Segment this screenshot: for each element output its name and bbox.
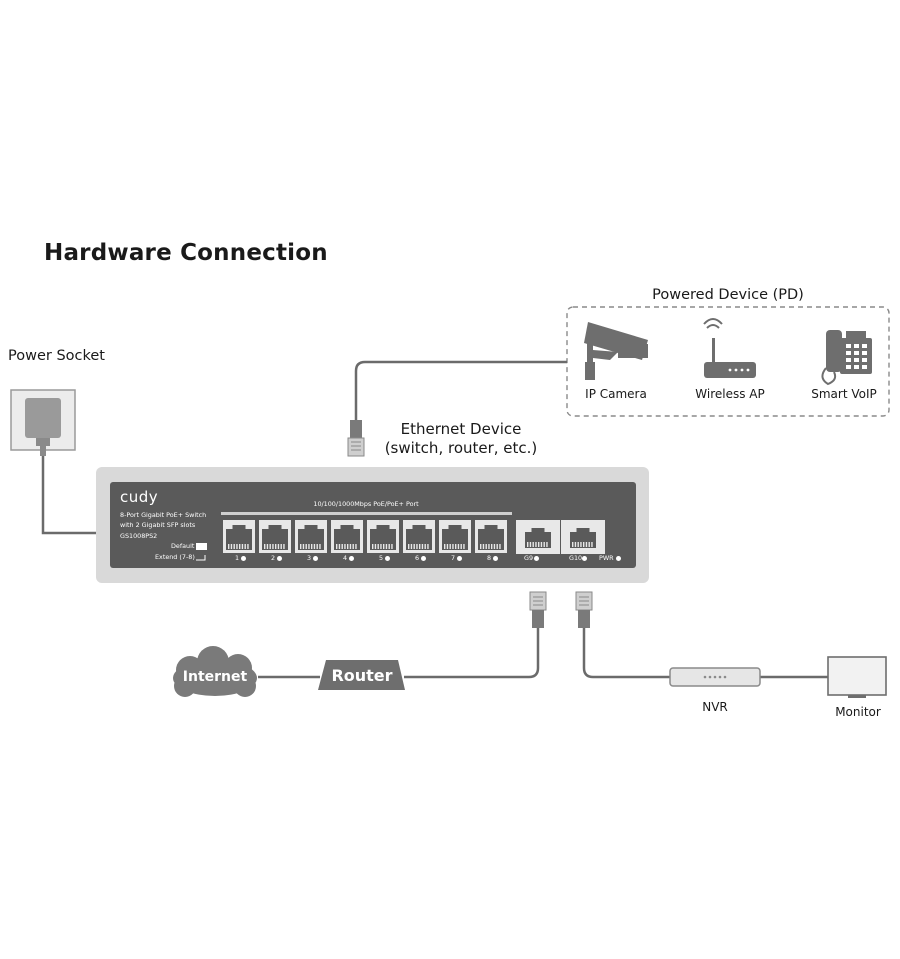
nvr-icon <box>669 667 761 687</box>
port-header-label: 10/100/1000Mbps PoE/PoE+ Port <box>313 500 419 508</box>
default-label: Default <box>171 542 195 550</box>
port-label-3-led <box>313 556 318 561</box>
switch-brand-logo: cudy <box>120 488 159 506</box>
rj45-port-1 <box>223 520 255 553</box>
switch-desc-line2: with 2 Gigabit SFP slots <box>120 521 196 529</box>
pwr-led <box>616 556 621 561</box>
rj45-port-4 <box>331 520 363 553</box>
pd-cable <box>354 360 567 420</box>
ethernet-device-line2: (switch, router, etc.) <box>384 439 538 457</box>
ip-camera-label: IP Camera <box>585 387 647 401</box>
sfp-ports <box>516 520 605 554</box>
port-label-8: 8 <box>487 554 492 562</box>
rj45-ports <box>223 520 507 553</box>
sfp-port-G9 <box>522 523 554 551</box>
rj45-port-3 <box>295 520 327 553</box>
rj45-port-8 <box>475 520 507 553</box>
port-label-8-led <box>493 556 498 561</box>
port-label-4: 4 <box>343 554 348 562</box>
pwr-label: PWR <box>599 554 614 562</box>
rj45-plug-g9 <box>529 591 547 628</box>
port-label-5: 5 <box>379 554 384 562</box>
ethernet-device-label: Ethernet Device (switch, router, etc.) <box>385 420 538 458</box>
switch-desc-line1: 8-Port Gigabit PoE+ Switch <box>120 511 207 519</box>
smart-voip-label: Smart VoIP <box>811 387 877 401</box>
port-label-6-led <box>421 556 426 561</box>
port-label-G10: G10 <box>569 554 583 562</box>
switch-model: GS1008PS2 <box>120 532 158 540</box>
extend-label: Extend (7-8) <box>155 553 195 561</box>
voip-phone-icon <box>821 330 872 386</box>
rj45-port-7 <box>439 520 471 553</box>
rj45-plug-g10 <box>575 591 593 628</box>
rj45-port-6 <box>403 520 435 553</box>
router-label: Router <box>331 666 393 685</box>
wireless-ap-label: Wireless AP <box>695 387 765 401</box>
wireless-ap-icon <box>703 318 756 378</box>
port-label-2-led <box>277 556 282 561</box>
power-cable <box>41 456 96 535</box>
default-button <box>196 543 207 550</box>
port-label-7-led <box>457 556 462 561</box>
ip-camera-icon <box>584 322 648 380</box>
monitor-label: Monitor <box>835 705 881 719</box>
rj45-port-2 <box>259 520 291 553</box>
sfp-port-G10 <box>567 523 599 551</box>
port-label-2: 2 <box>271 554 276 562</box>
router-icon <box>318 660 405 690</box>
internet-label: Internet <box>182 669 248 685</box>
port-label-G9-led <box>534 556 539 561</box>
power-socket-label: Power Socket <box>8 348 105 364</box>
port-label-3: 3 <box>307 554 312 562</box>
rj45-plug-top <box>347 420 365 457</box>
page-title: Hardware Connection <box>44 240 328 266</box>
port-label-5-led <box>385 556 390 561</box>
port-label-4-led <box>349 556 354 561</box>
port-label-1-led <box>241 556 246 561</box>
internet-cloud-icon <box>173 646 257 697</box>
port-label-7: 7 <box>451 554 456 562</box>
ethernet-device-line1: Ethernet Device <box>400 420 522 438</box>
rj45-port-5 <box>367 520 399 553</box>
monitor-icon <box>827 656 887 698</box>
nvr-cable <box>582 628 670 679</box>
port-label-G9: G9 <box>524 554 534 562</box>
router-cable <box>404 628 540 679</box>
powered-device-label: Powered Device (PD) <box>652 287 804 303</box>
port-label-6: 6 <box>415 554 420 562</box>
port-label-1: 1 <box>235 554 240 562</box>
extend-switch <box>196 555 206 561</box>
nvr-label: NVR <box>702 700 728 714</box>
power-socket-icon <box>10 389 76 456</box>
port-label-G10-led <box>582 556 587 561</box>
